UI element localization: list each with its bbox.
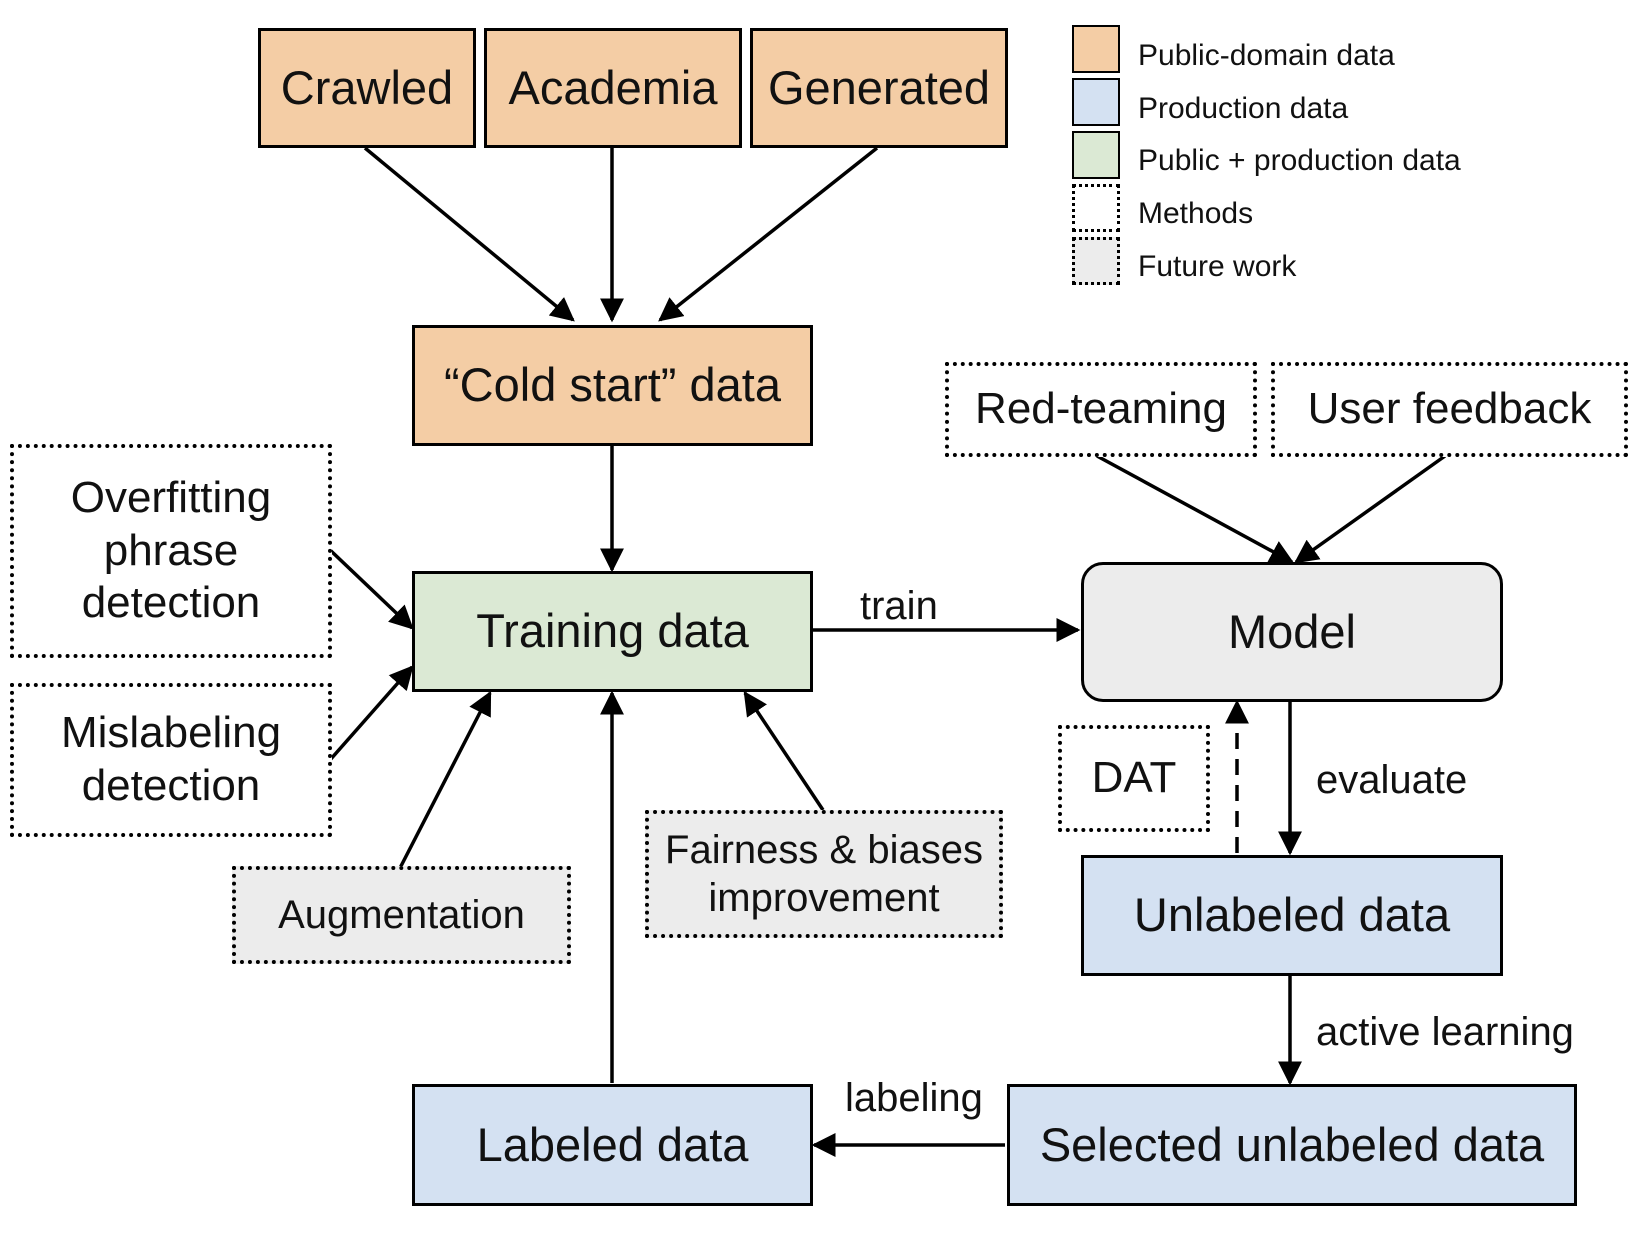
legend-swatch-production (1072, 78, 1120, 126)
legend-swatch-public-production (1072, 131, 1120, 179)
training-data-box: Training data (412, 571, 813, 692)
overfitting-line-3: detection (81, 578, 261, 628)
academia-box: Academia (484, 28, 742, 148)
unlabeled-data-box: Unlabeled data (1081, 855, 1503, 976)
arrow-crawled-to-coldstart (363, 146, 575, 322)
model-box: Model (1081, 562, 1503, 702)
legend-label-public-domain: Public-domain data (1138, 39, 1395, 72)
legend-swatch-public-domain (1072, 25, 1120, 73)
fairness-line-2: improvement (708, 876, 940, 920)
dat-label: DAT (1091, 753, 1177, 803)
mislabeling-line-2: detection (81, 761, 261, 810)
cold-start-box: “Cold start” data (412, 325, 813, 446)
user-feedback-method-box: User feedback (1271, 362, 1628, 457)
generated-box: Generated (750, 28, 1008, 148)
augmentation-label: Augmentation (278, 893, 525, 937)
legend-label-methods: Methods (1138, 197, 1254, 230)
overfitting-line-2: phrase (103, 525, 239, 575)
edge-label-evaluate: evaluate (1316, 758, 1468, 802)
legend-label-future-work: Future work (1138, 250, 1297, 283)
overfitting-line-1: Overfitting (70, 472, 272, 522)
legend-swatch-future-work (1072, 237, 1120, 285)
legend-label-production: Production data (1138, 92, 1349, 125)
selected-unlabeled-data-box: Selected unlabeled data (1007, 1084, 1577, 1206)
arrow-fairness-to-training (743, 691, 825, 811)
dat-method-box: DAT (1058, 725, 1210, 832)
generated-label: Generated (767, 60, 991, 114)
arrow-overfitting-to-training (328, 548, 414, 630)
training-data-label: Training data (476, 604, 749, 658)
fairness-future-box: Fairness & biases improvement (645, 810, 1003, 938)
cold-start-label: “Cold start” data (444, 358, 781, 412)
crawled-box: Crawled (258, 28, 476, 148)
fairness-line-1: Fairness & biases (665, 828, 983, 872)
mislabeling-method-box: Mislabeling detection (10, 683, 332, 837)
arrow-generated-to-coldstart (658, 146, 879, 322)
mislabeling-line-1: Mislabeling (60, 708, 282, 758)
crawled-label: Crawled (280, 60, 454, 114)
unlabeled-data-label: Unlabeled data (1133, 888, 1451, 942)
overfitting-method-box: Overfitting phrase detection (10, 444, 332, 658)
user-feedback-label: User feedback (1307, 384, 1592, 434)
labeled-data-box: Labeled data (412, 1084, 813, 1206)
selected-unlabeled-data-label: Selected unlabeled data (1039, 1117, 1545, 1171)
edge-label-labeling: labeling (845, 1076, 983, 1120)
model-label: Model (1227, 604, 1356, 658)
arrow-mislabeling-to-training (328, 665, 414, 762)
arrow-augmentation-to-training (398, 690, 492, 869)
augmentation-future-box: Augmentation (232, 866, 571, 964)
red-teaming-method-box: Red-teaming (945, 362, 1257, 457)
edge-label-train: train (860, 584, 938, 628)
labeled-data-label: Labeled data (476, 1117, 749, 1171)
edge-label-active-learning: active learning (1316, 1010, 1574, 1054)
red-teaming-label: Red-teaming (975, 384, 1227, 434)
arrow-redteaming-to-model (1096, 454, 1295, 564)
academia-label: Academia (508, 60, 718, 114)
legend-label-public-production: Public + production data (1138, 144, 1461, 177)
legend-swatch-methods (1072, 184, 1120, 232)
arrow-userfeedback-to-model (1294, 454, 1447, 564)
